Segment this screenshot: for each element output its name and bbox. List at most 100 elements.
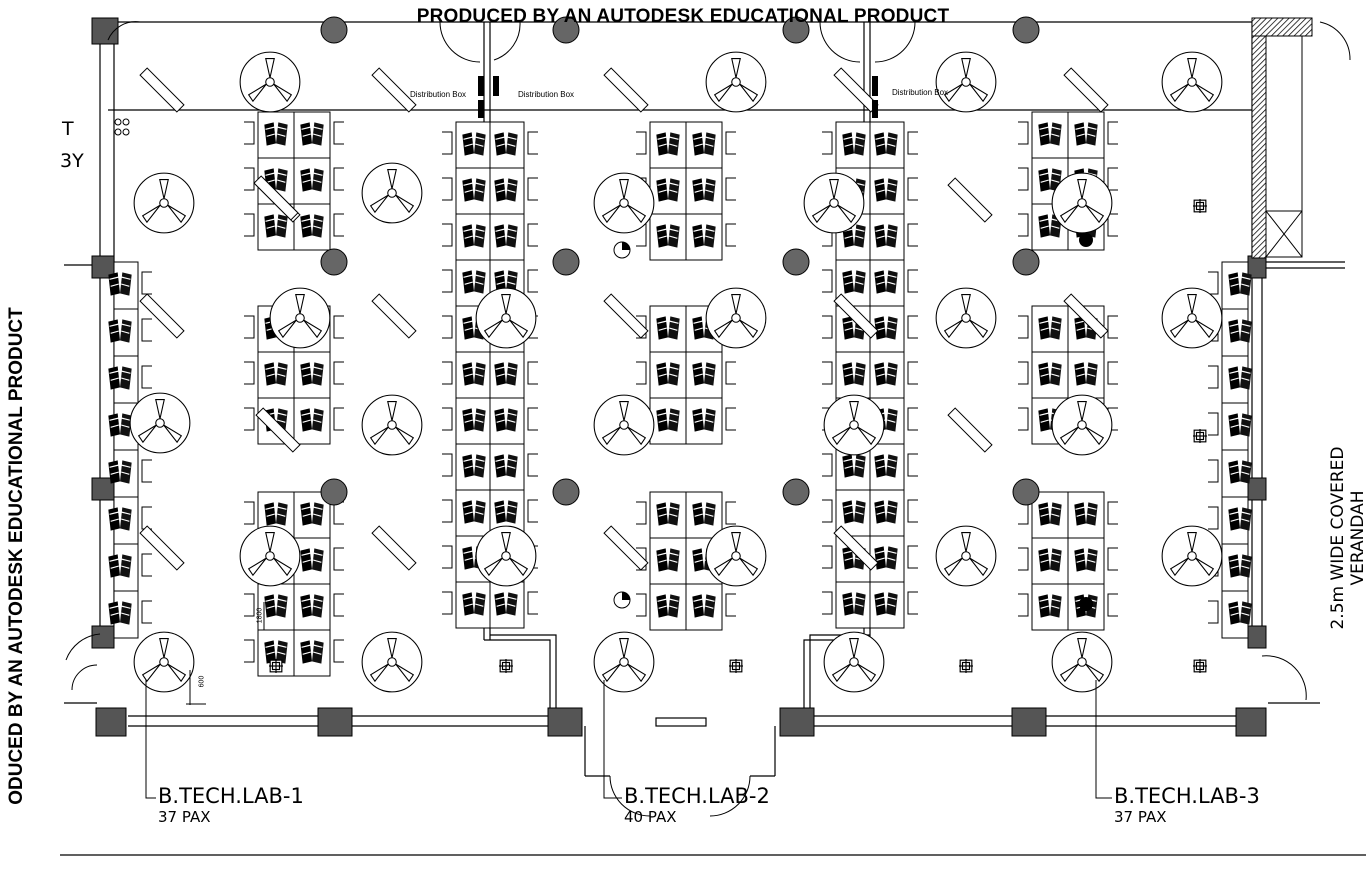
chair-back [244,407,255,431]
chair-back [442,453,453,477]
desk [649,491,687,539]
chair-back [907,177,918,201]
chair-back [1018,121,1029,145]
desk [293,157,331,205]
chair-back [1107,167,1118,191]
chair-back [141,318,152,342]
desk [685,213,723,261]
chair-back [822,131,833,155]
tube-light-icon [139,293,185,339]
desk [257,351,295,399]
lab-3-pax: 37 PAX [1114,808,1167,826]
chair-back [907,591,918,615]
ceiling-fan-icon [129,392,191,454]
chair-back [1107,593,1118,617]
light-fixture-icon [499,659,513,673]
switch-icon [114,118,130,136]
desk [1031,351,1069,399]
chair-back [333,121,344,145]
chair-back [1018,315,1029,339]
chair-back [1107,501,1118,525]
light-fixture-icon [729,659,743,673]
chair-back [333,639,344,663]
lab-2-pax: 40 PAX [624,808,677,826]
chair-back [141,600,152,624]
tube-light-icon [947,407,993,453]
ceiling-fan-icon [133,631,195,693]
chair-back [527,131,538,155]
desk [293,583,331,631]
ceiling-fan-icon [935,51,997,113]
distribution-box-label-3: Distribution Box [892,88,949,97]
tube-light-icon [603,67,649,113]
chair-back [442,499,453,523]
ceiling-fan-icon [361,162,423,224]
desk [1067,111,1105,159]
chair-back [527,499,538,523]
ceiling-fan-icon [239,51,301,113]
dimension-text-1: 600 [198,675,206,688]
chair-back [244,213,255,237]
tube-light-icon [253,175,299,221]
chair-back [527,269,538,293]
chair-back [822,499,833,523]
chair-back [244,361,255,385]
tube-light-icon [1063,293,1109,339]
distribution-box-label-1: Distribution Box [410,90,467,99]
chair-back [907,545,918,569]
chair-back [1208,271,1219,295]
ceiling-fan-icon [823,394,885,456]
ceiling-fan-icon [361,631,423,693]
tube-light-icon [371,67,417,113]
tube-lights [139,67,1109,571]
chair-back [1208,412,1219,436]
service-shaft [1251,35,1303,259]
ceiling-fan-icon [593,172,655,234]
tube-light-icon [139,67,185,113]
chair-back [442,177,453,201]
column-icon [552,478,580,506]
chair-back [822,361,833,385]
chair-back [822,453,833,477]
ceiling-fan-icon [593,631,655,693]
desk [649,397,687,445]
chair-back [907,407,918,431]
chair-back [636,131,647,155]
ceiling-fan-icon [1161,525,1223,587]
lab-3-name: B.TECH.LAB-3 [1114,784,1260,808]
chair-back [725,501,736,525]
ceiling-fan-icon [133,172,195,234]
desk [649,121,687,169]
ceiling-fan-icon [705,525,767,587]
chair-back [442,223,453,247]
desk [293,111,331,159]
chair-back [907,361,918,385]
ceiling-fan-icon [475,525,537,587]
chair-back [822,591,833,615]
desk [1031,305,1069,353]
tube-light-icon [833,67,879,113]
tube-light-icon [371,525,417,571]
chair-back [822,315,833,339]
lab-2-name: B.TECH.LAB-2 [624,784,770,808]
chair-back [907,499,918,523]
ceiling-fan-icon [803,172,865,234]
edge-fragment-bottom: 3Y [60,150,84,172]
chair-back [333,315,344,339]
desk [649,351,687,399]
column-icon [1012,248,1040,276]
tube-light-icon [947,177,993,223]
chair-back [1018,361,1029,385]
chair-back [1018,167,1029,191]
edge-fragment-top: T [62,118,74,140]
desk [1031,537,1069,585]
chair-back [333,167,344,191]
chair-back [1107,361,1118,385]
light-fixture-icon [1193,429,1207,443]
chair-back [822,545,833,569]
chair-back [244,167,255,191]
desk [293,203,331,251]
chair-back [636,501,647,525]
desk [293,629,331,677]
chair-back [244,121,255,145]
